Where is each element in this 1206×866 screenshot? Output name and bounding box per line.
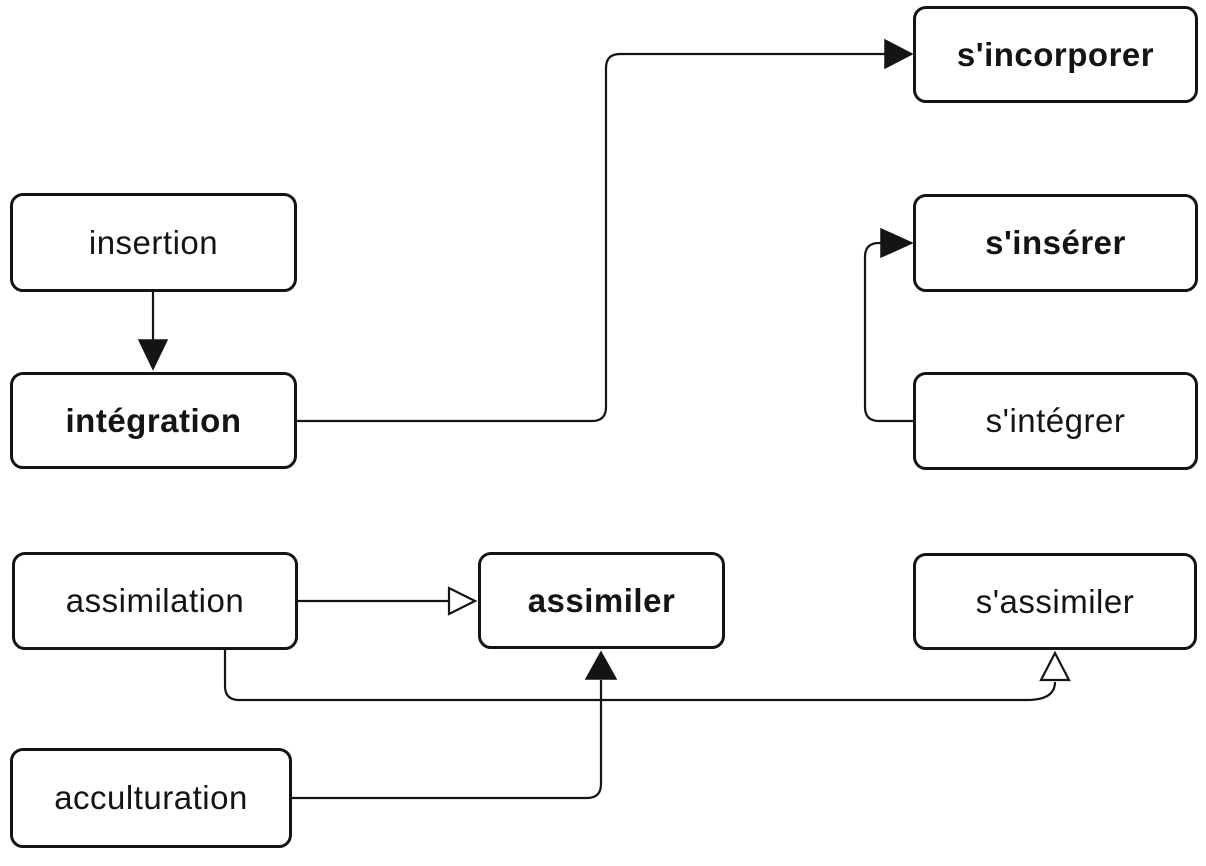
node-s-inserer: s'insérer [913, 194, 1198, 292]
arrowhead-hollow-up-icon [1039, 650, 1071, 682]
node-assimiler: assimiler [478, 552, 725, 649]
arrowhead-hollow-right-icon [447, 586, 478, 616]
edge-assimilation-to-s-assimiler [223, 650, 1057, 702]
node-assimilation: assimilation [12, 552, 298, 650]
node-s-integrer: s'intégrer [913, 372, 1198, 470]
arrowhead-filled-right-icon [884, 38, 914, 70]
node-insertion: insertion [10, 193, 297, 292]
edge-integration-to-s-incorporer [297, 52, 886, 423]
edge-acculturation-to-assimiler [292, 680, 603, 800]
node-acculturation: acculturation [10, 748, 292, 848]
edge-s-integrer-to-s-inserer [863, 241, 913, 423]
arrowhead-filled-right-icon [880, 227, 914, 259]
arrowhead-filled-up-icon [584, 650, 618, 680]
node-integration: intégration [10, 372, 297, 469]
node-s-incorporer: s'incorporer [913, 6, 1198, 103]
node-s-assimiler: s'assimiler [913, 553, 1197, 650]
arrowhead-filled-down-icon [137, 339, 169, 371]
